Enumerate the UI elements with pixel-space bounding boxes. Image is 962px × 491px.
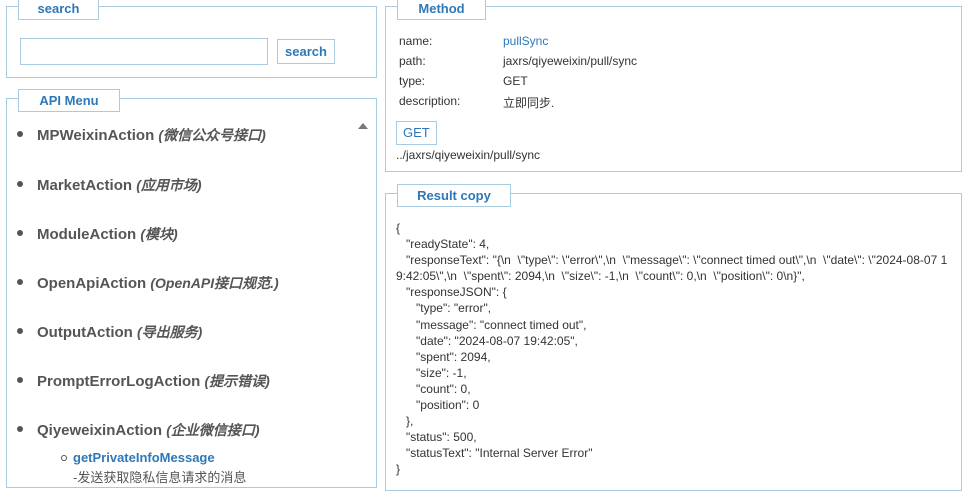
result-json: { "readyState": 4, "responseText": "{\n … [396,221,948,477]
search-panel: search search [6,0,377,78]
method-panel: Method name:pullSync path:jaxrs/qiyeweix… [385,0,962,172]
sub-item-getprivateinfomessage[interactable]: getPrivateInfoMessage [61,450,215,465]
api-menu-legend: API Menu [18,89,120,112]
api-menu-list: MPWeixinAction (微信公众号接口) MarketAction (应… [7,119,358,487]
menu-item-openapi[interactable]: OpenApiAction (OpenAPI接口规范.) [17,273,279,293]
menu-item-output[interactable]: OutputAction (导出服务) [17,322,202,342]
result-panel: Result copy { "readyState": 4, "response… [385,184,962,491]
menu-item-module[interactable]: ModuleAction (模块) [17,224,178,244]
menu-item-market[interactable]: MarketAction (应用市场) [17,175,202,195]
method-path-row: path:jaxrs/qiyeweixin/pull/sync [399,54,638,68]
method-type-row: type:GET [399,74,528,88]
scroll-up-arrow-icon[interactable] [358,123,368,129]
search-button[interactable]: search [277,39,335,64]
request-url: ../jaxrs/qiyeweixin/pull/sync [396,148,541,162]
method-legend: Method [397,0,486,20]
search-legend: search [18,0,99,20]
search-input[interactable] [20,38,268,65]
menu-item-prompterrorlog[interactable]: PromptErrorLogAction (提示错误) [17,371,270,391]
menu-item-mpweixin[interactable]: MPWeixinAction (微信公众号接口) [17,125,266,145]
get-button[interactable]: GET [396,121,437,145]
result-legend: Result copy [397,184,511,207]
menu-item-qiyeweixin[interactable]: QiyeweixinAction (企业微信接口) [17,420,260,440]
method-name-row: name:pullSync [399,34,549,48]
method-description-row: description:立即同步. [399,94,555,110]
api-menu-panel: API Menu MPWeixinAction (微信公众号接口) Market… [6,89,377,488]
